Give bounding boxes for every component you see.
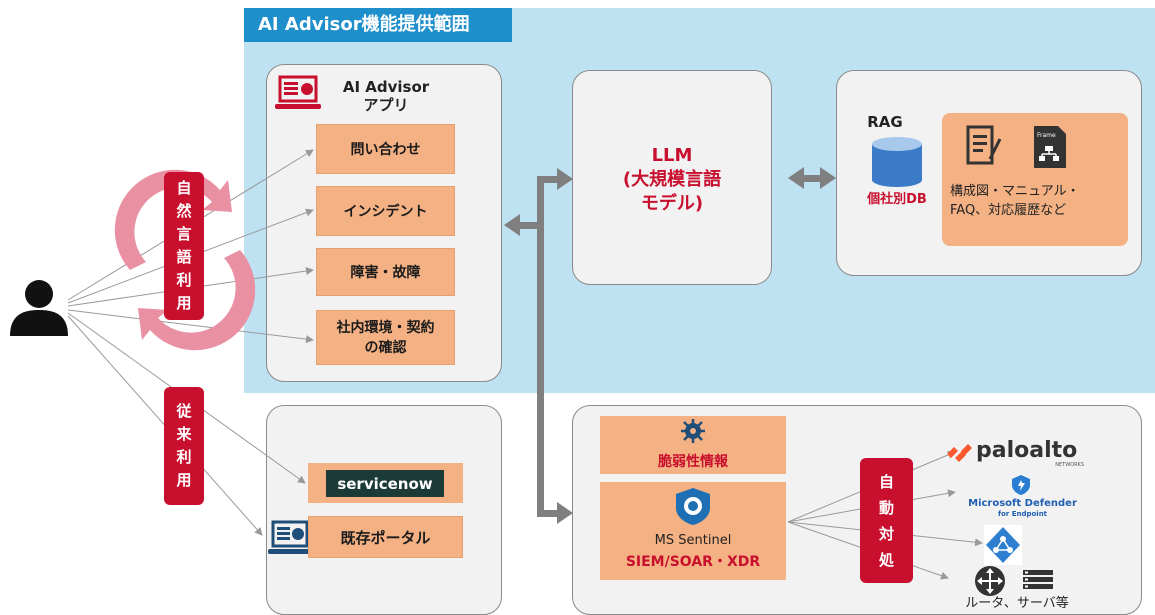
cycle-arrows-icon bbox=[114, 169, 256, 351]
scope-title: AI Advisor機能提供範囲 bbox=[244, 8, 512, 42]
laptop-dashboard-icon-blue bbox=[267, 520, 313, 558]
virus-icon bbox=[680, 418, 706, 444]
sentinel-shield-icon bbox=[672, 486, 714, 526]
menu-inquiry[interactable]: 問い合わせ bbox=[316, 124, 455, 174]
conventional-use-label: 従来利用 bbox=[164, 387, 204, 505]
menu-failure[interactable]: 障害・故障 bbox=[316, 248, 455, 296]
defender-label: Microsoft Defender for Endpoint bbox=[955, 498, 1090, 519]
per-company-db-label: 個社別DB bbox=[867, 191, 927, 207]
paloalto-logo: paloalto bbox=[976, 438, 1078, 463]
defender-line1: Microsoft Defender bbox=[968, 498, 1077, 509]
sentinel-name: MS Sentinel bbox=[654, 532, 732, 548]
app-title-line2: アプリ bbox=[363, 96, 409, 114]
paloalto-logo-icon bbox=[945, 444, 975, 464]
auto-response-label: 自動対処 bbox=[860, 458, 913, 583]
intune-icon bbox=[984, 525, 1022, 565]
menu-incident[interactable]: インシデント bbox=[316, 186, 455, 236]
framework-document-icon: Frame bbox=[1032, 124, 1068, 170]
app-title: AI Advisor アプリ bbox=[326, 76, 446, 116]
rag-title: RAG bbox=[867, 113, 903, 131]
llm-label: LLM(大規模言語モデル) bbox=[622, 145, 722, 214]
vulnerability-label: 脆弱性情報 bbox=[658, 454, 728, 470]
routers-servers-label: ルータ、サーバ等 bbox=[965, 596, 1069, 611]
main-bus-arrows bbox=[504, 167, 836, 524]
existing-portal-button[interactable]: 既存ポータル bbox=[308, 516, 463, 558]
rag-docs-line2: FAQ、対応履歴など bbox=[950, 203, 1067, 218]
natural-language-label: 自然言語利用 bbox=[164, 172, 204, 320]
llm-panel bbox=[572, 70, 772, 285]
user-to-environment-line bbox=[67, 309, 314, 344]
menu-environment-contract[interactable]: 社内環境・契約の確認 bbox=[316, 310, 455, 365]
defender-line2: for Endpoint bbox=[997, 510, 1048, 518]
paloalto-sub: NETWORKS bbox=[1055, 462, 1084, 468]
defender-shield-icon bbox=[1010, 474, 1032, 496]
servicenow-logo[interactable]: servicenow bbox=[326, 470, 444, 497]
app-title-line1: AI Advisor bbox=[342, 78, 430, 96]
rag-docs-text: 構成図・マニュアル・ FAQ、対応履歴など bbox=[950, 182, 1125, 220]
laptop-dashboard-icon bbox=[274, 75, 322, 113]
server-icon bbox=[1022, 569, 1054, 591]
user-icon bbox=[8, 278, 70, 336]
sentinel-sub: SIEM/SOAR・XDR bbox=[625, 554, 761, 570]
router-icon bbox=[974, 565, 1006, 597]
framework-icon-text: Frame bbox=[1037, 132, 1056, 139]
rag-docs-line1: 構成図・マニュアル・ bbox=[950, 184, 1080, 199]
database-icon bbox=[870, 136, 924, 188]
document-signature-icon bbox=[966, 125, 1002, 169]
